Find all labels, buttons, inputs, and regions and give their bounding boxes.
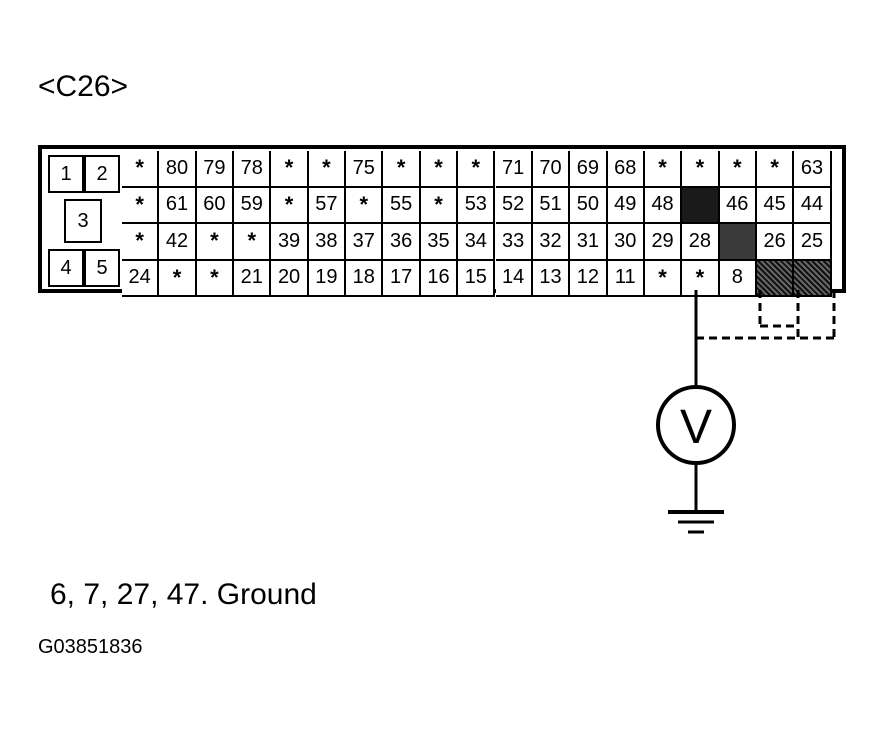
pin-5: 5 — [84, 249, 120, 287]
pin-49: 49 — [607, 187, 645, 224]
pin-69: 69 — [570, 151, 608, 188]
pin-39: 39 — [271, 224, 309, 261]
pin-unused: * — [308, 151, 347, 188]
pin-31: 31 — [570, 224, 608, 261]
pin-unused: * — [420, 151, 459, 188]
pin-79: 79 — [196, 151, 235, 188]
pin-1: 1 — [48, 155, 84, 193]
pin-17: 17 — [383, 260, 421, 297]
pin-unused: * — [719, 151, 757, 188]
figure-id: G03851836 — [38, 636, 143, 658]
pin-unused: * — [122, 187, 160, 224]
pin-3: 3 — [64, 199, 102, 243]
pin-unused: * — [756, 151, 795, 188]
pin-unused: * — [271, 187, 309, 224]
pin-11: 11 — [607, 260, 645, 297]
pin-51: 51 — [532, 187, 571, 224]
pin-36: 36 — [383, 224, 421, 261]
pin-28: 28 — [682, 224, 720, 261]
pin-47: 47 — [682, 187, 720, 224]
pin-14: 14 — [495, 260, 533, 297]
ground-legend: 6, 7, 27, 47. Ground — [50, 578, 317, 611]
connector-label: <C26> — [38, 70, 129, 103]
pin-2: 2 — [84, 155, 120, 193]
pin-unused: * — [644, 151, 683, 188]
pin-27: 27 — [719, 224, 757, 261]
pin-unused: * — [122, 224, 160, 261]
pin-19: 19 — [308, 260, 347, 297]
pin-61: 61 — [159, 187, 197, 224]
pin-59: 59 — [234, 187, 272, 224]
pin-7: 7 — [756, 260, 795, 297]
voltmeter-symbol: V — [680, 401, 712, 454]
pin-78: 78 — [234, 151, 272, 188]
pin-32: 32 — [532, 224, 571, 261]
pin-6: 6 — [794, 260, 832, 297]
pin-26: 26 — [756, 224, 795, 261]
pin-38: 38 — [308, 224, 347, 261]
pin-50: 50 — [570, 187, 608, 224]
pin-42: 42 — [159, 224, 197, 261]
pin-34: 34 — [458, 224, 496, 261]
pin-unused: * — [159, 260, 197, 297]
pin-unused: * — [420, 187, 459, 224]
pin-57: 57 — [308, 187, 347, 224]
pin-unused: * — [196, 224, 235, 261]
pin-12: 12 — [570, 260, 608, 297]
pin-25: 25 — [794, 224, 832, 261]
pin-8: 8 — [719, 260, 757, 297]
pin-45: 45 — [756, 187, 795, 224]
pin-18: 18 — [346, 260, 384, 297]
pin-37: 37 — [346, 224, 384, 261]
pin-unused: * — [458, 151, 496, 188]
pin-55: 55 — [383, 187, 421, 224]
pin-unused: * — [234, 224, 272, 261]
pin-24: 24 — [122, 260, 160, 297]
pin-16: 16 — [420, 260, 459, 297]
pin-60: 60 — [196, 187, 235, 224]
pin-20: 20 — [271, 260, 309, 297]
pin-unused: * — [682, 151, 720, 188]
pin-53: 53 — [458, 187, 496, 224]
pin-71: 71 — [495, 151, 533, 188]
pin-4: 4 — [48, 249, 84, 287]
pin-70: 70 — [532, 151, 571, 188]
pin-unused: * — [196, 260, 235, 297]
pin-52: 52 — [495, 187, 533, 224]
pin-unused: * — [346, 187, 384, 224]
pin-unused: * — [271, 151, 309, 188]
pin-unused: * — [383, 151, 421, 188]
pin-30: 30 — [607, 224, 645, 261]
pin-unused: * — [682, 260, 720, 297]
pin-44: 44 — [794, 187, 832, 224]
pin-48: 48 — [644, 187, 683, 224]
pin-46: 46 — [719, 187, 757, 224]
pin-80: 80 — [159, 151, 197, 188]
pin-unused: * — [122, 151, 160, 188]
pin-33: 33 — [495, 224, 533, 261]
pin-15: 15 — [458, 260, 496, 297]
pin-63: 63 — [794, 151, 832, 188]
pin-unused: * — [644, 260, 683, 297]
pin-21: 21 — [234, 260, 272, 297]
pin-29: 29 — [644, 224, 683, 261]
pin-68: 68 — [607, 151, 645, 188]
pin-35: 35 — [420, 224, 459, 261]
pin-75: 75 — [346, 151, 384, 188]
pin-13: 13 — [532, 260, 571, 297]
